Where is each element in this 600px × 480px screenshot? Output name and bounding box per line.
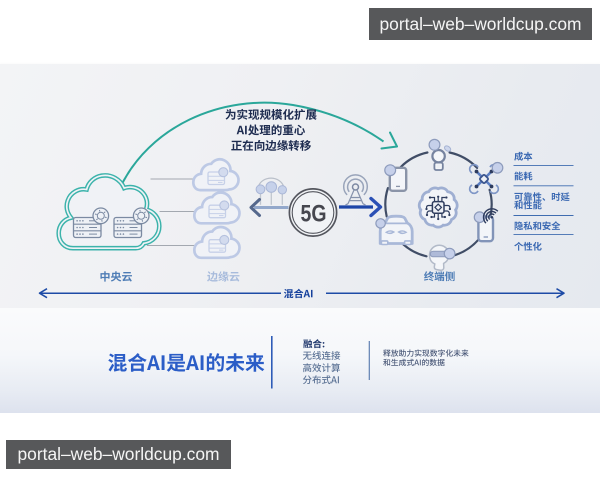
svg-text:5G: 5G (301, 201, 327, 228)
